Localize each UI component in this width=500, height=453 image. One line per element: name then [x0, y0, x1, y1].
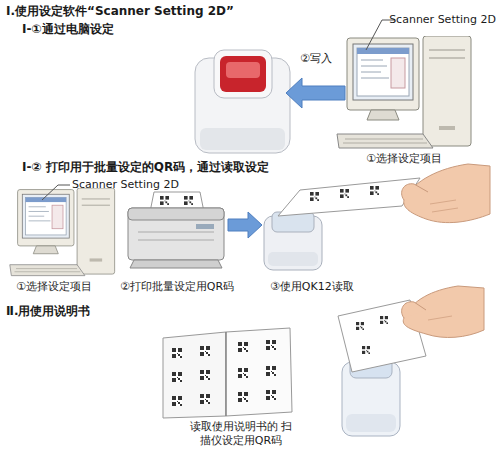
leader-line — [42, 185, 70, 200]
step-caption: ②打印批量设定用QR码 — [120, 280, 234, 294]
printer-figure — [128, 192, 224, 268]
subsection-heading: Ⅰ-①通过电脑设定 — [22, 22, 114, 37]
software-name: Scanner Setting 2D — [389, 13, 496, 27]
subsection-heading: Ⅰ-② 打印用于批量设定的QR码，通过读取设定 — [22, 160, 269, 175]
section-heading: Ⅰ.使用设定软件“Scanner Setting 2D” — [6, 4, 234, 19]
step-label: ②写入 — [300, 52, 332, 66]
scanner-figure — [264, 212, 322, 270]
computer-figure — [337, 36, 471, 148]
transfer-arrow — [228, 212, 262, 238]
paper-sheet — [338, 300, 426, 372]
transfer-arrow — [286, 78, 345, 108]
hand-figure — [402, 164, 490, 223]
computer-figure — [10, 188, 115, 276]
step-caption: ①选择设定项目 — [366, 152, 442, 166]
section-heading: Ⅱ.用使用说明书 — [6, 304, 90, 319]
paper-sheet — [278, 178, 420, 216]
hand-figure — [402, 286, 484, 337]
step-caption: ①选择设定项目 — [16, 280, 92, 294]
manual-booklet — [163, 328, 292, 418]
step-caption: ③使用QK12读取 — [270, 280, 354, 294]
scanner-figure — [195, 50, 290, 153]
software-name: Scanner Setting 2D — [72, 178, 179, 192]
figure-caption: 读取使用说明书的 扫描仪设定用QR码 — [186, 420, 296, 448]
